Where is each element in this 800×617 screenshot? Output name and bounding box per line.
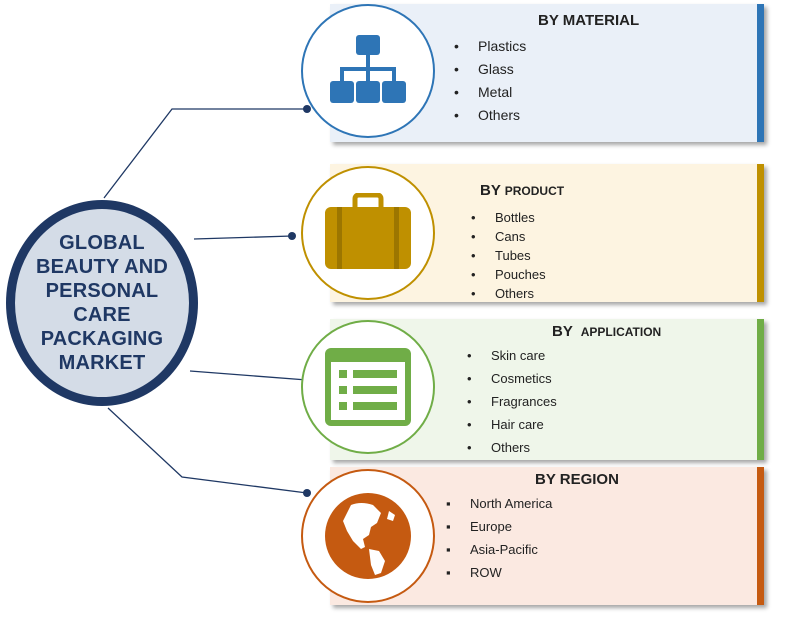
- list-item: Europe: [446, 515, 552, 538]
- globe-icon: [325, 493, 411, 579]
- application-icon-circle: [301, 320, 435, 454]
- segment-heading: BY MATERIAL: [538, 12, 640, 29]
- list-item: Cans: [471, 227, 546, 246]
- list-item: North America: [446, 492, 552, 515]
- hub-title: GLOBAL BEAUTY AND PERSONAL CARE PACKAGIN…: [35, 232, 168, 374]
- market-hub-circle: GLOBAL BEAUTY AND PERSONAL CARE PACKAGIN…: [6, 200, 198, 406]
- list-item: Glass: [454, 58, 526, 81]
- product-icon-circle: [301, 166, 435, 300]
- segment-heading: BY REGION: [535, 471, 619, 488]
- list-item: Plastics: [454, 35, 526, 58]
- list-item: Pouches: [471, 265, 545, 284]
- list-item: Metal: [454, 81, 526, 104]
- list-window-icon: [325, 348, 411, 426]
- segment-list: Plastics Glass Metal Others: [454, 35, 526, 127]
- material-icon-circle: [301, 4, 435, 138]
- list-item: Others: [471, 284, 546, 303]
- list-item: Skin care: [467, 344, 557, 367]
- list-item: Cosmetics: [467, 367, 557, 390]
- list-item: Others: [454, 104, 526, 127]
- segment-heading: BY APPLICATION: [552, 323, 662, 340]
- list-item: ROW: [446, 561, 552, 584]
- segment-heading: BY PRODUCT: [480, 182, 565, 199]
- list-item: Asia-Pacific: [446, 538, 552, 561]
- segment-list: North America Europe Asia-Pacific ROW: [446, 492, 552, 584]
- segment-list: Skin care Cosmetics Fragrances Hair care…: [467, 344, 557, 459]
- region-icon-circle: [301, 469, 435, 603]
- hierarchy-icon: [330, 35, 406, 103]
- suitcase-icon: [325, 193, 411, 269]
- list-item: Tubes: [471, 246, 546, 265]
- list-item: Hair care: [467, 413, 557, 436]
- list-item: Others: [467, 436, 557, 459]
- list-item: Bottles: [471, 208, 546, 227]
- segment-list: Bottles Cans Tubes Pouches Others: [471, 208, 546, 303]
- list-item: Fragrances: [467, 390, 557, 413]
